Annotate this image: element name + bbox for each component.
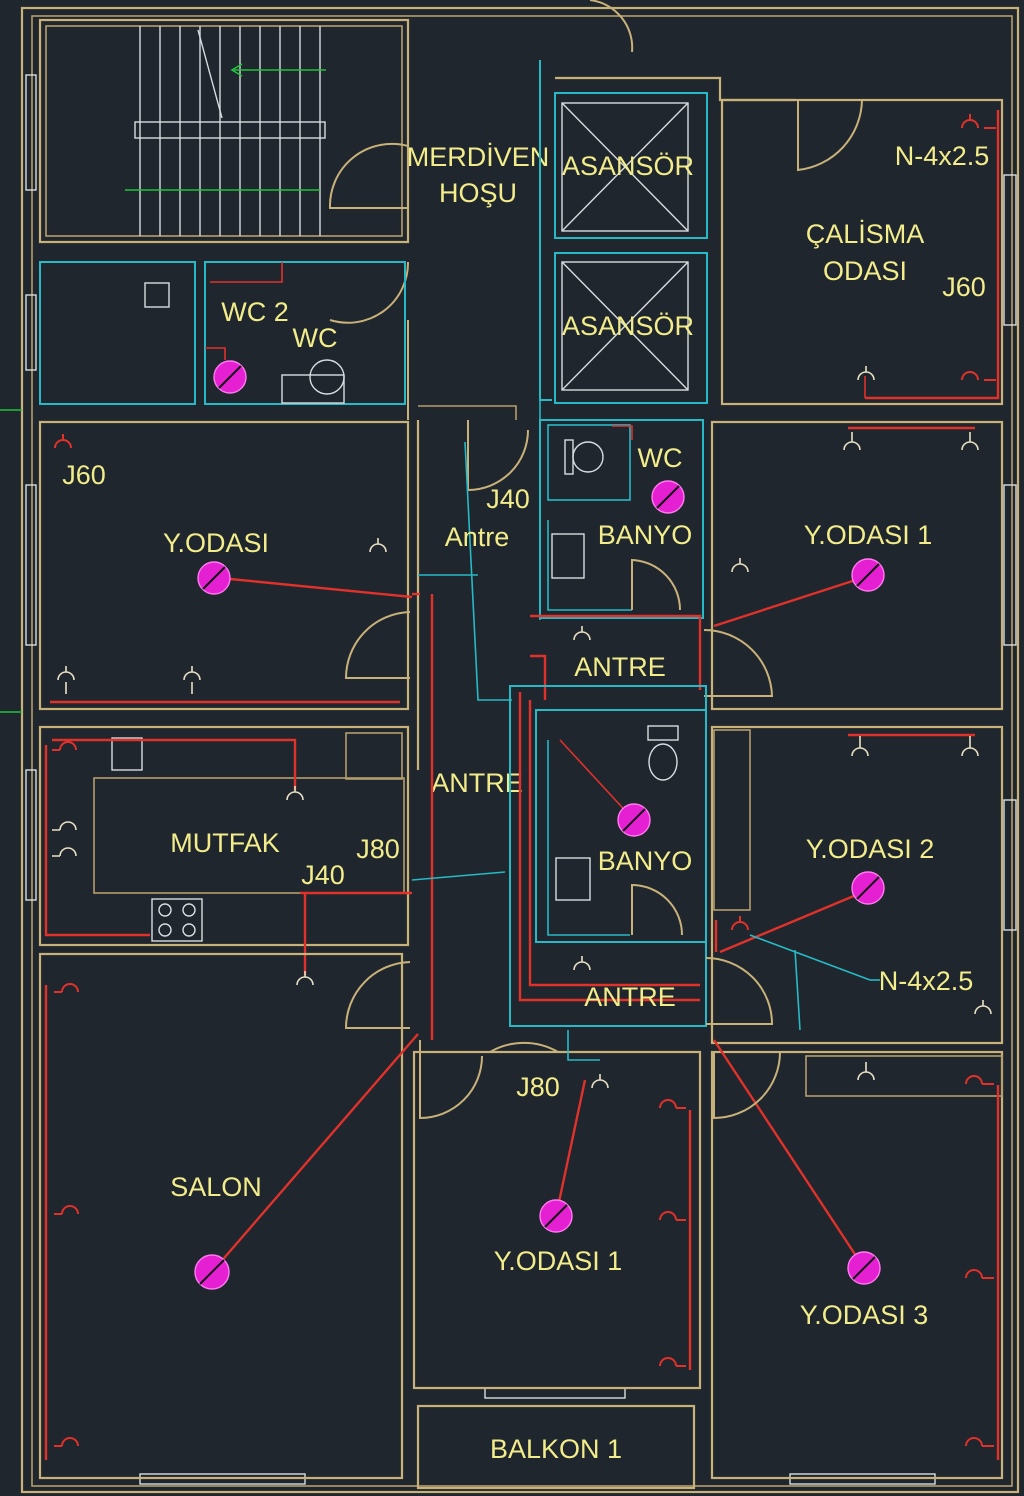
- yodasi2-label: Y.ODASI 2: [806, 834, 935, 864]
- antre-small-label: Antre: [445, 522, 510, 552]
- socket-icon: [857, 114, 996, 381]
- yodasi1-bottom-label: Y.ODASI 1: [494, 1246, 623, 1276]
- central-corridor: Antre J40 ANTRE: [412, 400, 541, 1040]
- door-swing-icon: [328, 0, 634, 420]
- salon-room: SALON: [38, 952, 483, 1480]
- mutfak-label: MUTFAK: [170, 828, 280, 858]
- antre-label-3: ANTRE: [584, 982, 676, 1012]
- toilet-icon: [647, 725, 679, 781]
- antre-label-1: ANTRE: [574, 652, 666, 682]
- salon-label: SALON: [170, 1172, 262, 1202]
- elevators: ASANSÖR ASANSÖR: [539, 60, 708, 404]
- j60-label-calisma: J60: [942, 272, 986, 302]
- yodasi-label: Y.ODASI: [163, 528, 269, 558]
- light-fixture-icon: [851, 558, 885, 592]
- j40-label-mutfak: J40: [301, 860, 345, 890]
- cable-label-right: N-4x2.5: [879, 966, 974, 996]
- elevator-cross-icon: [561, 102, 689, 232]
- light-fixture-icon: [617, 803, 651, 837]
- socket-icon: [731, 736, 992, 1015]
- elevator-cross-icon: [561, 261, 689, 391]
- light-fixture-icon: [539, 1199, 573, 1233]
- socket-icon: [54, 983, 79, 1447]
- light-fixture-icon: [197, 561, 231, 595]
- banyo-2-room: BANYO ANTRE: [509, 685, 707, 1027]
- sink-icon: [555, 857, 591, 901]
- wc-label-b: WC: [638, 443, 683, 473]
- yodasi3-room: Y.ODASI 3: [710, 1039, 1004, 1480]
- yodasi1-top-room: Y.ODASI 1: [710, 420, 1004, 711]
- merdiven-label: MERDİVEN: [407, 141, 550, 172]
- hosu-label: HOŞU: [439, 178, 517, 208]
- banyo-label-2: BANYO: [598, 846, 693, 876]
- socket-icon: [573, 956, 591, 971]
- yodasi2-room: Y.ODASI 2 N-4x2.5: [705, 725, 1004, 1045]
- socket-icon: [573, 626, 591, 641]
- cable-label-top: N-4x2.5: [895, 141, 990, 171]
- wc2-label: WC 2: [221, 297, 289, 327]
- light-fixture-icon: [851, 871, 885, 905]
- asansor-label-2: ASANSÖR: [562, 311, 694, 341]
- asansor-label-1: ASANSÖR: [562, 151, 694, 181]
- socket-icon: [857, 1062, 994, 1447]
- j80-label-bottom: J80: [516, 1072, 560, 1102]
- odasi-label: ODASI: [823, 256, 907, 286]
- socket-icon: [731, 432, 979, 573]
- antre-1-area: ANTRE: [530, 614, 774, 700]
- wc2-room: WC 2 WC: [39, 261, 406, 405]
- socket-icon: [54, 434, 387, 694]
- banyo-label-1: BANYO: [598, 520, 693, 550]
- mutfak-room: MUTFAK J80 J40: [38, 725, 506, 1029]
- calisma-label: ÇALİSMA: [806, 218, 925, 249]
- light-fixture-icon: [213, 360, 247, 394]
- stair-icon: [125, 26, 326, 236]
- banyo-1-room: WC BANYO: [539, 419, 704, 619]
- wc-label-a: WC: [293, 323, 338, 353]
- yodasi3-label: Y.ODASI 3: [800, 1300, 929, 1330]
- stove-icon: [151, 898, 203, 942]
- yodasi1-top-label: Y.ODASI 1: [804, 520, 933, 550]
- balkon-label: BALKON 1: [490, 1434, 622, 1464]
- j80-label-mutfak: J80: [356, 834, 400, 864]
- socket-icon: [52, 741, 314, 986]
- socket-icon: [591, 1074, 686, 1367]
- j60-label-yodasi: J60: [62, 460, 106, 490]
- light-fixture-icon: [847, 1251, 881, 1285]
- calisma-room: ÇALİSMA ODASI N-4x2.5 J60: [555, 76, 1004, 406]
- antre-label-2: ANTRE: [431, 768, 523, 798]
- yodasi-room: J60 Y.ODASI: [38, 420, 413, 711]
- yodasi1-bottom-room: J80 Y.ODASI 1: [412, 1030, 702, 1390]
- staircase: [38, 18, 410, 244]
- balkon-area: BALKON 1: [416, 1404, 696, 1490]
- light-fixture-icon: [651, 480, 685, 514]
- toilet-icon: [564, 439, 604, 475]
- j40-label-antre: J40: [486, 484, 530, 514]
- sink-icon: [551, 533, 585, 579]
- light-fixture-icon: [194, 1254, 230, 1290]
